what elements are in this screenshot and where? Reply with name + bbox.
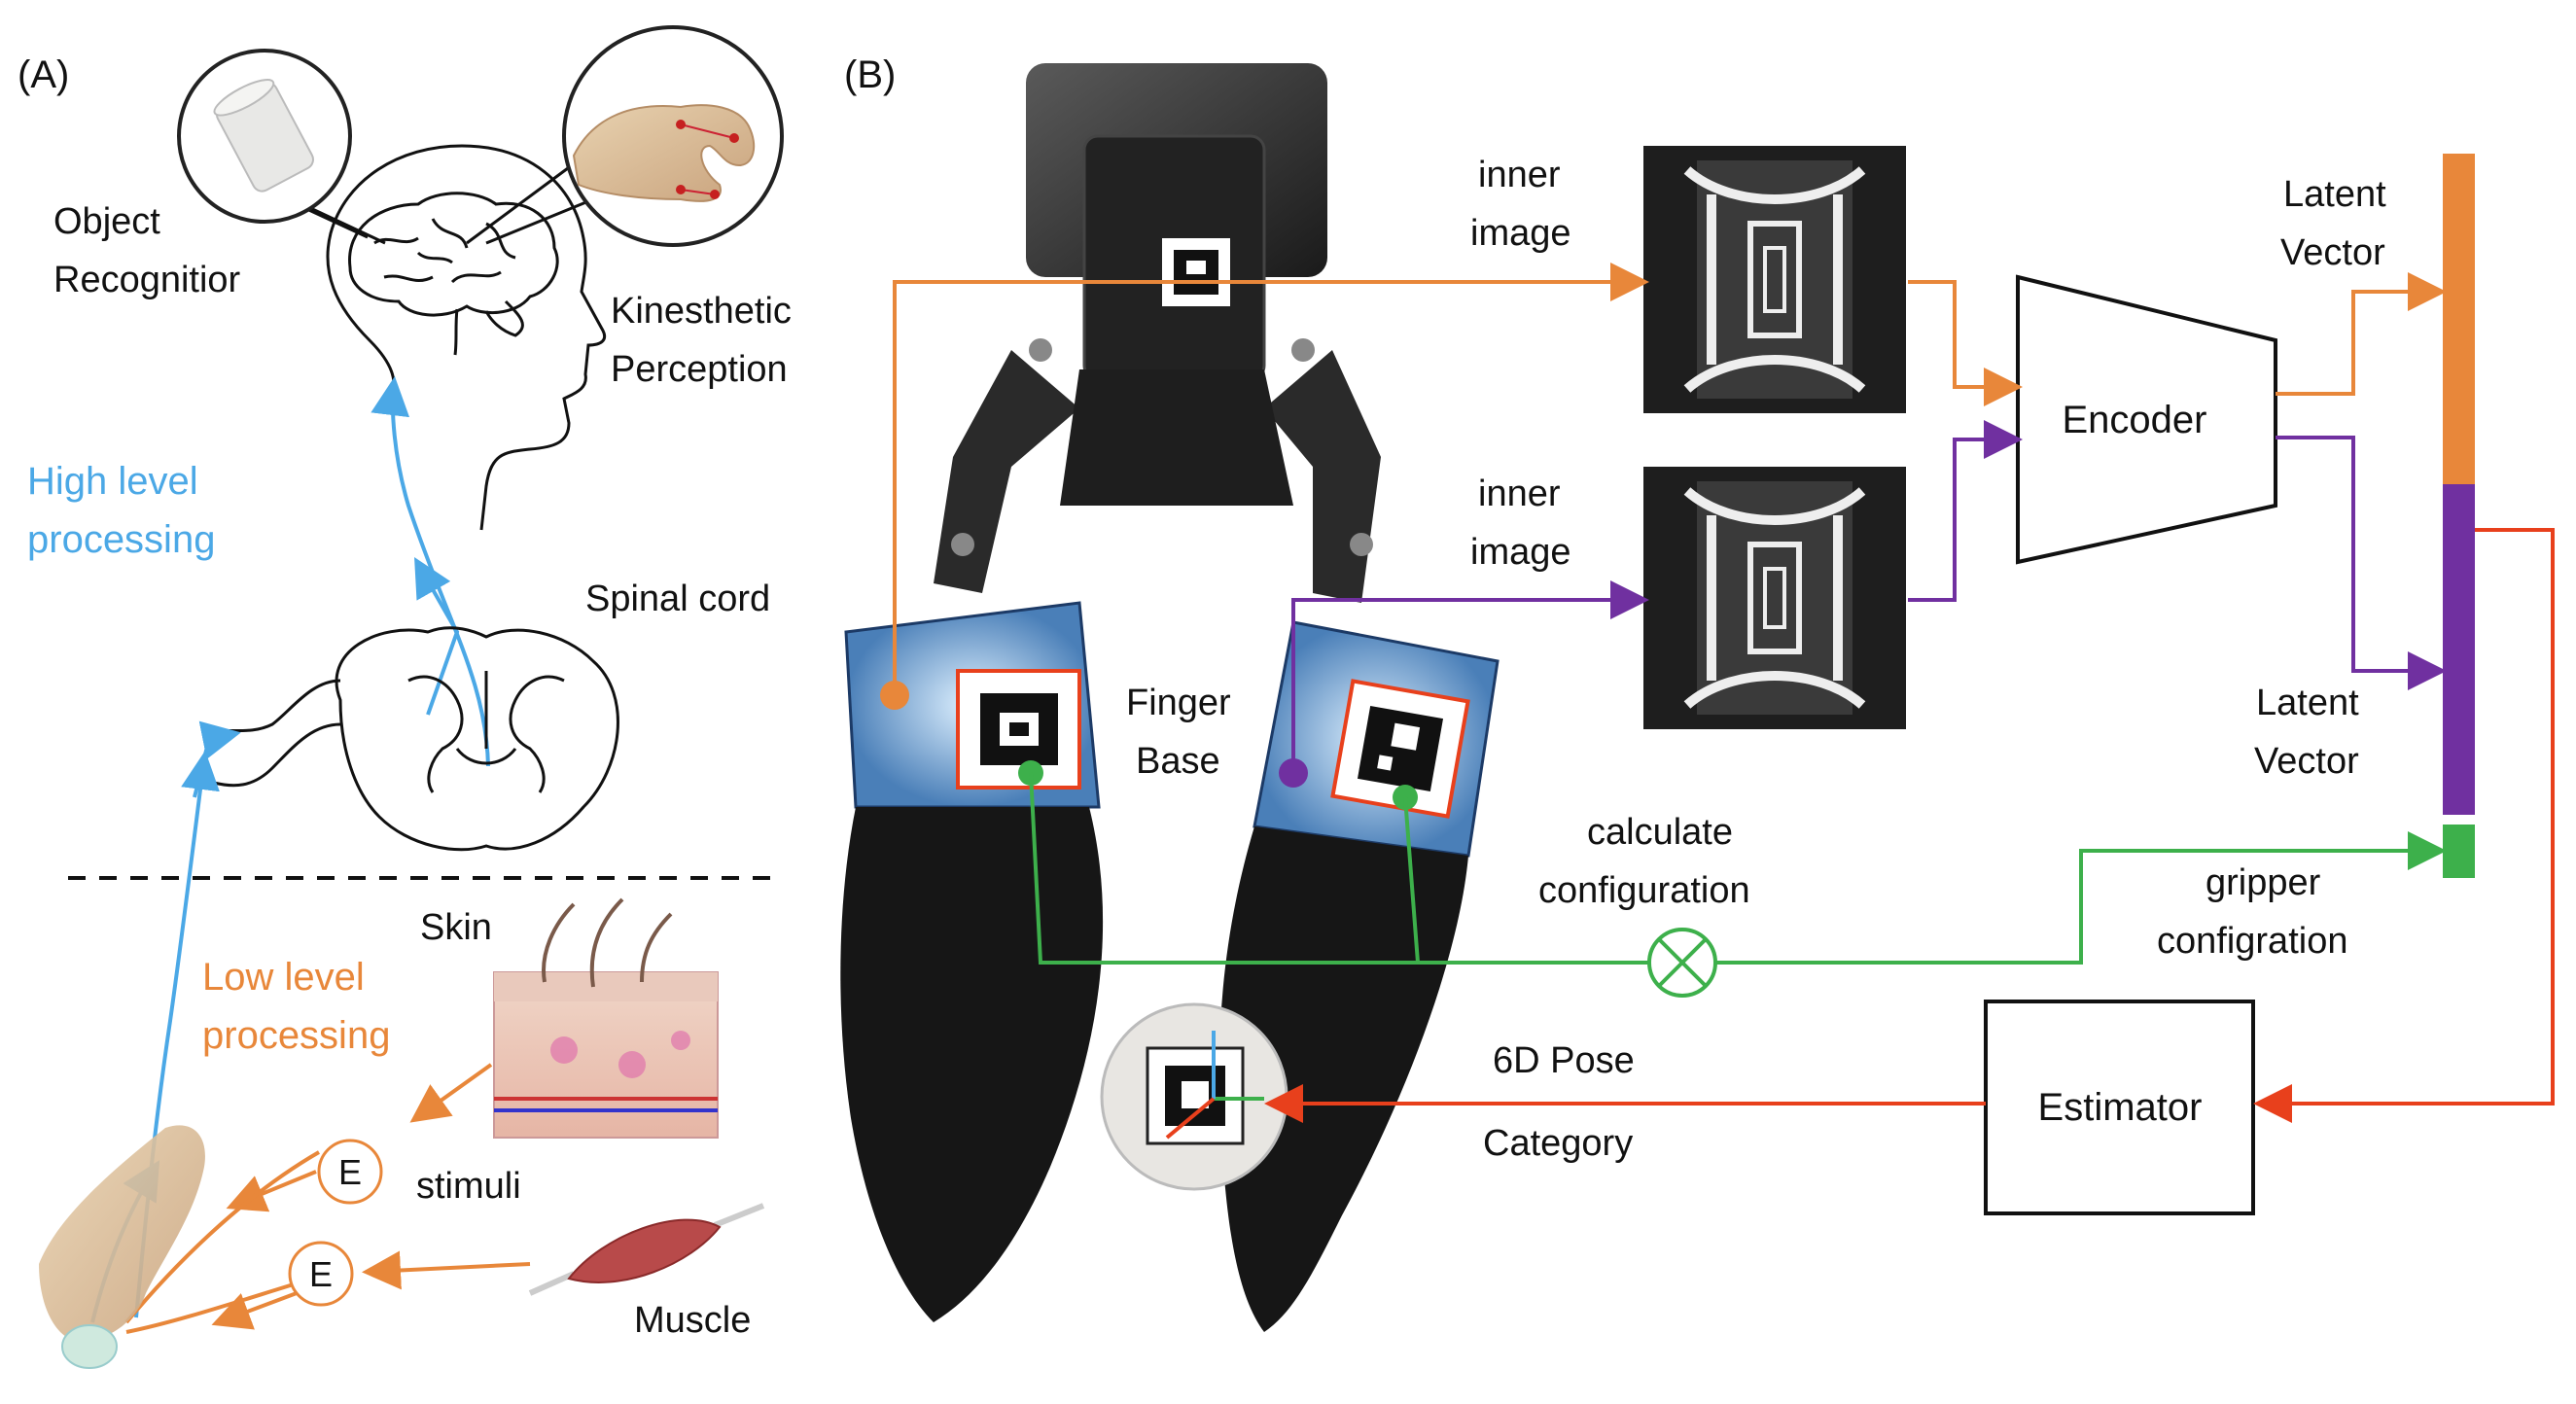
e-node-lower: E bbox=[288, 1241, 354, 1307]
green-right-path bbox=[1403, 796, 1649, 965]
high-level-processing-label: High level processing bbox=[27, 460, 215, 561]
top-fiducial-marker bbox=[1162, 238, 1230, 306]
panel-b: (B) bbox=[840, 53, 2555, 1332]
muscle-stimulus-arrow bbox=[362, 1250, 531, 1290]
e-node-upper: E bbox=[317, 1139, 383, 1205]
spinal-cord-illustration bbox=[213, 626, 619, 852]
object-inset bbox=[177, 49, 386, 245]
orange-to-latent bbox=[2276, 272, 2447, 396]
skin-label: Skin bbox=[420, 907, 492, 948]
spinal-ascending-arrow bbox=[414, 557, 460, 716]
gripper-configuration-label: gripper configration bbox=[2157, 862, 2347, 962]
skin-tissue-illustration bbox=[493, 897, 719, 1139]
hand-inset bbox=[466, 25, 784, 247]
green-to-config-bar bbox=[1715, 831, 2447, 965]
left-camera-node bbox=[880, 681, 909, 710]
red-latent-to-estimator bbox=[2253, 528, 2555, 1123]
svg-text:E: E bbox=[309, 1254, 333, 1294]
low-level-processing-label: Low level processing bbox=[202, 956, 390, 1057]
inner-image-top-label: inner image bbox=[1470, 155, 1571, 254]
purple-to-latent bbox=[2276, 436, 2447, 690]
encoder-block: Encoder bbox=[2016, 274, 2277, 565]
skin-stimulus-arrow bbox=[409, 1063, 493, 1123]
latent-vector-top-label: Latent Vector bbox=[2280, 174, 2396, 273]
muscle-illustration bbox=[528, 1203, 765, 1296]
right-finger bbox=[1218, 620, 1500, 1332]
grasping-hand-illustration bbox=[39, 1125, 205, 1369]
orange-to-encoder bbox=[1908, 280, 2023, 406]
svg-text:E: E bbox=[338, 1152, 362, 1192]
stimulus-to-hand-bottom bbox=[211, 1291, 298, 1330]
object-axis-z bbox=[1165, 1097, 1216, 1140]
inner-image-bottom bbox=[1643, 467, 1906, 729]
latent-vector-orange-bar bbox=[2443, 154, 2475, 484]
purple-to-encoder bbox=[1908, 420, 2023, 602]
estimator-label: Estimator bbox=[2038, 1086, 2203, 1129]
finger-base-label: Finger Base bbox=[1126, 683, 1241, 782]
object-recognition-label: Object Recognitior bbox=[53, 201, 241, 300]
panel-a: (A) bbox=[18, 25, 801, 1369]
purple-camera-path bbox=[1291, 580, 1649, 773]
hand-icon bbox=[572, 104, 756, 202]
pose-label: 6D Pose bbox=[1493, 1040, 1635, 1081]
grasped-object bbox=[1100, 1002, 1288, 1191]
latent-vector-bottom-label: Latent Vector bbox=[2254, 683, 2369, 782]
green-left-path bbox=[1029, 772, 1418, 965]
cylinder-icon bbox=[213, 79, 314, 193]
muscle-label: Muscle bbox=[634, 1300, 751, 1341]
category-label: Category bbox=[1483, 1123, 1633, 1164]
spinal-cord-label: Spinal cord bbox=[585, 579, 770, 619]
panel-b-label: (B) bbox=[844, 53, 896, 96]
combine-operator-icon bbox=[1647, 928, 1717, 998]
gripper-configuration-bar bbox=[2443, 825, 2475, 878]
right-camera-node bbox=[1279, 758, 1308, 788]
estimator-block: Estimator bbox=[1984, 1000, 2255, 1215]
inner-image-bottom-label: inner image bbox=[1470, 474, 1571, 573]
stimuli-label: stimuli bbox=[416, 1166, 521, 1207]
inner-image-top bbox=[1643, 146, 1906, 413]
orange-camera-path bbox=[893, 263, 1649, 695]
head-brain-illustration bbox=[326, 144, 607, 531]
right-finger-fiducial-marker bbox=[1330, 679, 1470, 819]
kinesthetic-perception-label: Kinesthetic Perception bbox=[611, 291, 801, 390]
left-finger-fiducial-marker bbox=[956, 669, 1081, 790]
high-level-pathway bbox=[371, 376, 490, 767]
nerve-to-hand bbox=[124, 1150, 320, 1334]
panel-a-label: (A) bbox=[18, 53, 69, 96]
encoder-label: Encoder bbox=[2063, 399, 2207, 441]
calculate-configuration-label: calculate configuration bbox=[1538, 812, 1750, 911]
latent-vector-purple-bar bbox=[2443, 484, 2475, 815]
